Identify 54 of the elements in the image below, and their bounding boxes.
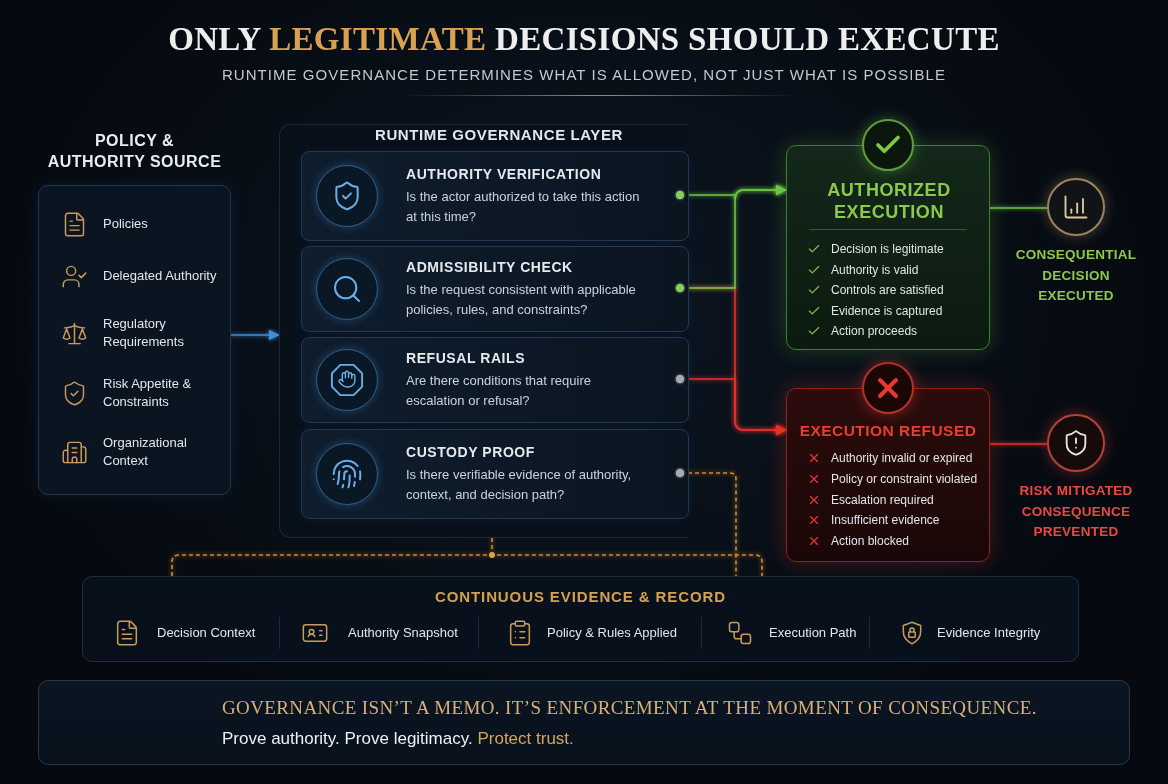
evidence-item-text: Execution Path <box>769 624 857 642</box>
connector-line <box>989 207 1048 209</box>
list-item-text: Insufficient evidence <box>831 512 940 529</box>
list-item-text: Delegated Authority <box>103 267 217 285</box>
footer-slogan: GOVERNANCE ISN’T A MEMO. IT’S ENFORCEMENT AT THE MOMENT OF CONSEQUENCE. <box>222 696 1037 720</box>
arrow <box>687 184 787 200</box>
dashed-connector <box>687 472 737 577</box>
card-heading: CUSTODY PROOF <box>406 443 536 461</box>
evidence-panel <box>82 576 1079 662</box>
list-item-text: Escalation required <box>831 491 934 508</box>
panel-heading: CONTINUOUS EVIDENCE & RECORD <box>433 588 728 606</box>
list-item-text: Action proceeds <box>831 323 918 339</box>
dashed-connector <box>171 537 763 577</box>
connector-line <box>989 443 1048 445</box>
check-card <box>301 246 689 332</box>
evidence-item-text: Policy & Rules Applied <box>547 624 678 642</box>
layer-heading: RUNTIME GOVERNANCE LAYER <box>373 126 624 144</box>
card-description: Is the actor authorized to take this action at this time? <box>406 188 641 226</box>
list-item-text: Authority is valid <box>831 261 919 278</box>
check-card <box>301 151 689 241</box>
evidence-item-text: Authority Snapshot <box>348 624 458 642</box>
list-item-text: Risk Appetite & Constraints <box>103 375 193 411</box>
arrow <box>230 329 280 341</box>
outcome-label: CONSEQUENTIAL DECISION EXECUTED <box>1014 246 1138 305</box>
footer-banner <box>38 680 1130 765</box>
card-heading: REFUSAL RAILS <box>406 349 527 367</box>
evidence-item-text: Decision Context <box>157 624 256 642</box>
list-item-text: Policies <box>103 215 148 233</box>
layer-frame <box>279 124 688 538</box>
list-item-text: Evidence is captured <box>831 302 943 319</box>
list-item-text: Organizational Context <box>103 434 188 470</box>
evidence-item-text: Evidence Integrity <box>937 624 1041 642</box>
panel-heading: AUTHORIZED EXECUTION <box>826 179 952 223</box>
list-item-text: Regulatory Requirements <box>103 315 185 351</box>
title: ONLY LEGITIMATE DECISIONS SHOULD EXECUTE <box>167 20 1001 59</box>
refused-panel <box>786 388 990 562</box>
list-item-text: Policy or constraint violated <box>831 470 978 487</box>
check-card <box>301 429 689 519</box>
list-item-text: Authority invalid or expired <box>831 450 973 466</box>
list-item-text: Controls are satisfied <box>831 282 944 298</box>
card-heading: ADMISSIBILITY CHECK <box>406 258 574 276</box>
outcome-label: RISK MITIGATED CONSEQUENCE PREVENTED <box>1018 482 1134 541</box>
card-heading: AUTHORITY VERIFICATION <box>406 165 603 183</box>
list-item-text: Decision is legitimate <box>831 241 944 257</box>
card-description: Is the request consistent with applicable policies, rules, and constraints? <box>406 281 637 319</box>
check-card <box>301 337 689 423</box>
card-description: Is there verifiable evidence of authority, context, and decision path? <box>406 466 633 504</box>
list-item-text: Action blocked <box>831 533 910 549</box>
card-description: Are there conditions that require escalation or refusal? <box>406 372 592 410</box>
authorized-panel <box>786 145 990 350</box>
subtitle: RUNTIME GOVERNANCE DETERMINES WHAT IS ALLOWED, NOT JUST WHAT IS POSSIBLE <box>220 66 947 84</box>
panel-heading: EXECUTION REFUSED <box>798 421 978 441</box>
panel-heading: POLICY & AUTHORITY SOURCE <box>46 131 223 172</box>
footer-tagline: Prove authority. Prove legitimacy. Protect trust. <box>222 728 574 750</box>
